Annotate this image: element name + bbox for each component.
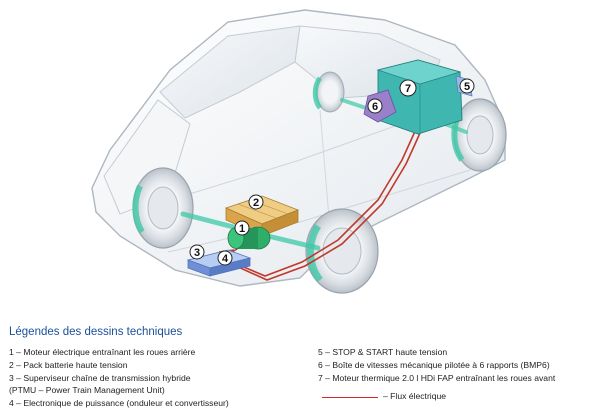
callout-4: 4 [218,251,232,265]
wheel-front-left [315,72,344,112]
legend-item-flux: – Flux électrique [383,391,446,402]
callout-2: 2 [249,195,263,209]
electric-flow-swatch [322,397,378,398]
callout-7: 7 [400,80,416,96]
callout-3: 3 [190,245,204,259]
callout-6: 6 [368,99,382,113]
legend-item-4: 4 – Electronique de puissance (onduleur … [9,398,229,409]
wheel-rear-left [133,168,193,248]
legend-item-5: 5 – STOP & START haute tension [318,347,447,358]
wheel-rear-right [306,209,378,293]
callout-1: 1 [235,221,249,235]
legend-item-6: 6 – Boîte de vitesses mécanique pilotée … [318,360,550,371]
callout-6-label: 6 [372,101,378,113]
callout-1-label: 1 [239,223,245,235]
legend-item-3-subline: (PTMU – Power Train Management Unit) [9,385,165,396]
legend-item-7: 7 – Moteur thermique 2.0 l HDi FAP entra… [318,373,555,384]
callout-7-label: 7 [405,83,411,95]
callout-5-label: 5 [464,81,470,93]
callout-5: 5 [460,79,474,93]
legend-item-1: 1 – Moteur électrique entraînant les rou… [9,347,195,358]
legend-item-2: 2 – Pack batterie haute tension [9,360,127,371]
callout-2-label: 2 [253,197,259,209]
legend-title: Légendes des dessins techniques [9,326,182,338]
callout-3-label: 3 [194,247,200,259]
legend-item-3: 3 – Superviseur chaîne de transmission h… [9,373,191,384]
callout-4-label: 4 [222,253,229,265]
